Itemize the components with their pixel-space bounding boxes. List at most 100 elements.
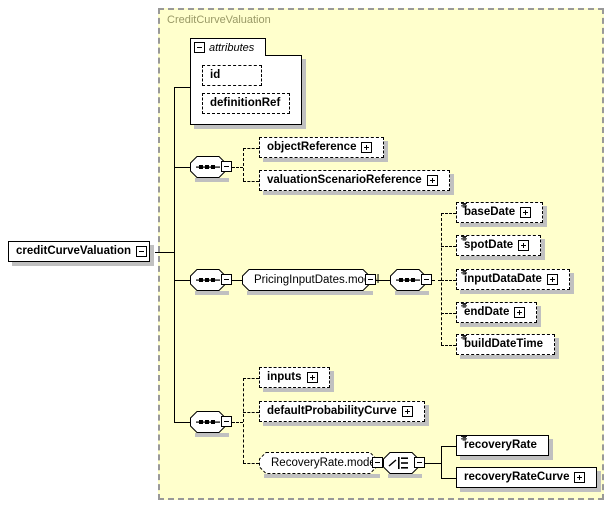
- model-group-label: PricingInputDates.model: [254, 274, 380, 286]
- branch-1-stem: [174, 167, 190, 168]
- drop-shadow: [425, 405, 429, 426]
- plus-expander-icon[interactable]: [574, 472, 586, 483]
- choice-child-line-2: [441, 478, 456, 479]
- minus-expander-icon[interactable]: [221, 161, 232, 172]
- drop-shadow: [330, 371, 334, 392]
- drop-shadow: [194, 125, 306, 129]
- minus-expander-icon[interactable]: [365, 274, 376, 285]
- root-branch-vertical: [174, 87, 175, 422]
- drop-shadow: [264, 474, 380, 478]
- sequence-compositor-icon[interactable]: [190, 411, 226, 433]
- branch-2-fork-stem: [432, 280, 441, 281]
- drop-shadow: [460, 256, 545, 260]
- simple-type-lines-icon: [460, 334, 468, 342]
- element-node-inputs[interactable]: inputs: [259, 367, 330, 388]
- choice-fork-stem: [425, 463, 441, 464]
- drop-shadow: [263, 158, 388, 162]
- plus-expander-icon[interactable]: [518, 240, 530, 251]
- element-node-recoveryRateCurve[interactable]: recoveryRateCurve: [456, 467, 597, 488]
- drop-shadow: [150, 245, 154, 266]
- branch-1-child-2-line: [243, 181, 259, 182]
- drop-shadow: [460, 223, 547, 227]
- minus-expander-icon[interactable]: [221, 416, 232, 427]
- choice-compositor-icon[interactable]: [383, 452, 419, 474]
- element-node-buildDateTime[interactable]: buildDateTime: [456, 334, 555, 355]
- drop-shadow: [537, 306, 541, 327]
- branch-1-fork-vertical: [243, 148, 244, 181]
- minus-expander-icon[interactable]: [221, 274, 232, 285]
- branch-3-fork-stem: [232, 422, 243, 423]
- plus-expander-icon[interactable]: [401, 406, 413, 417]
- branch-2-fork-vertical: [441, 213, 442, 345]
- root-element-creditCurveValuation[interactable]: creditCurveValuation: [8, 241, 150, 262]
- plus-expander-icon[interactable]: [426, 175, 438, 186]
- drop-shadow: [570, 273, 574, 294]
- branch-1-fork-stem: [232, 167, 243, 168]
- sequence-compositor-icon[interactable]: [390, 269, 426, 291]
- element-node-inputDataDate[interactable]: inputDataDate: [456, 269, 570, 290]
- element-label: recoveryRate: [464, 438, 537, 451]
- branch-2-model-link: [232, 280, 242, 281]
- attributes-label: attributes: [209, 41, 255, 54]
- element-label: objectReference: [267, 140, 357, 153]
- model-group-PricingInputDates.model[interactable]: [242, 269, 370, 291]
- minus-expander-icon[interactable]: [421, 274, 432, 285]
- element-label: creditCurveValuation: [16, 244, 132, 257]
- plus-expander-icon[interactable]: [514, 307, 526, 318]
- choice-fork-vertical: [441, 446, 442, 478]
- element-label: endDate: [464, 305, 510, 318]
- branch-2-child-line-5: [441, 345, 456, 346]
- plus-expander-icon[interactable]: [520, 207, 532, 218]
- element-label: recoveryRateCurve: [464, 470, 570, 483]
- branch-3-child-line-2: [243, 412, 259, 413]
- branch-3-stem: [174, 422, 190, 423]
- element-label: defaultProbabilityCurve: [267, 404, 397, 417]
- drop-shadow: [388, 474, 422, 478]
- drop-shadow: [263, 422, 429, 426]
- simple-type-lines-icon: [460, 202, 468, 210]
- drop-shadow: [460, 323, 541, 327]
- drop-shadow: [460, 488, 601, 492]
- branch-2-child-line-3: [441, 280, 456, 281]
- drop-shadow: [384, 141, 388, 162]
- branch-3-child-line-3: [243, 463, 259, 464]
- element-label: id: [210, 68, 221, 81]
- element-node-objectReference[interactable]: objectReference: [259, 137, 384, 158]
- element-label: inputs: [267, 370, 302, 383]
- plus-expander-icon[interactable]: [306, 372, 318, 383]
- attributes-connector-line: [174, 87, 190, 88]
- minus-expander-icon[interactable]: [372, 457, 383, 468]
- drop-shadow: [460, 290, 574, 294]
- branch-2-child-line-1: [441, 213, 456, 214]
- sequence-compositor-icon[interactable]: [190, 156, 226, 178]
- drop-shadow: [12, 262, 154, 266]
- plus-expander-icon[interactable]: [546, 274, 558, 285]
- model-group-RecoveryRate.model[interactable]: [259, 452, 377, 474]
- element-node-recoveryRate[interactable]: recoveryRate: [456, 435, 549, 456]
- branch-2-inner-link: [376, 280, 390, 281]
- element-node-endDate[interactable]: endDate: [456, 302, 537, 323]
- element-node-defaultProbabilityCurve[interactable]: defaultProbabilityCurve: [259, 401, 425, 422]
- attribute-node-id[interactable]: id: [202, 65, 262, 86]
- element-node-spotDate[interactable]: spotDate: [456, 235, 541, 256]
- drop-shadow: [460, 355, 559, 359]
- attribute-node-definitionRef[interactable]: definitionRef: [202, 93, 290, 114]
- sequence-compositor-icon[interactable]: [190, 269, 226, 291]
- minus-expander-icon[interactable]: [194, 42, 205, 53]
- attributes-tab[interactable]: attributes: [190, 38, 266, 56]
- element-node-baseDate[interactable]: baseDate: [456, 202, 543, 223]
- plus-expander-icon[interactable]: [361, 142, 373, 153]
- drop-shadow: [195, 178, 229, 182]
- minus-expander-icon[interactable]: [136, 246, 148, 257]
- drop-shadow: [555, 338, 559, 359]
- minus-expander-icon[interactable]: [414, 457, 425, 468]
- element-node-valuationScenarioReference[interactable]: valuationScenarioReference: [259, 170, 450, 191]
- branch-1-child-1-line: [243, 148, 259, 149]
- choice-child-line-1: [441, 446, 456, 447]
- simple-type-lines-icon: [460, 269, 468, 277]
- drop-shadow: [263, 191, 454, 195]
- element-label: valuationScenarioReference: [267, 173, 422, 186]
- complex-type-title: CreditCurveValuation: [167, 14, 271, 26]
- root-trunk-line: [155, 251, 174, 253]
